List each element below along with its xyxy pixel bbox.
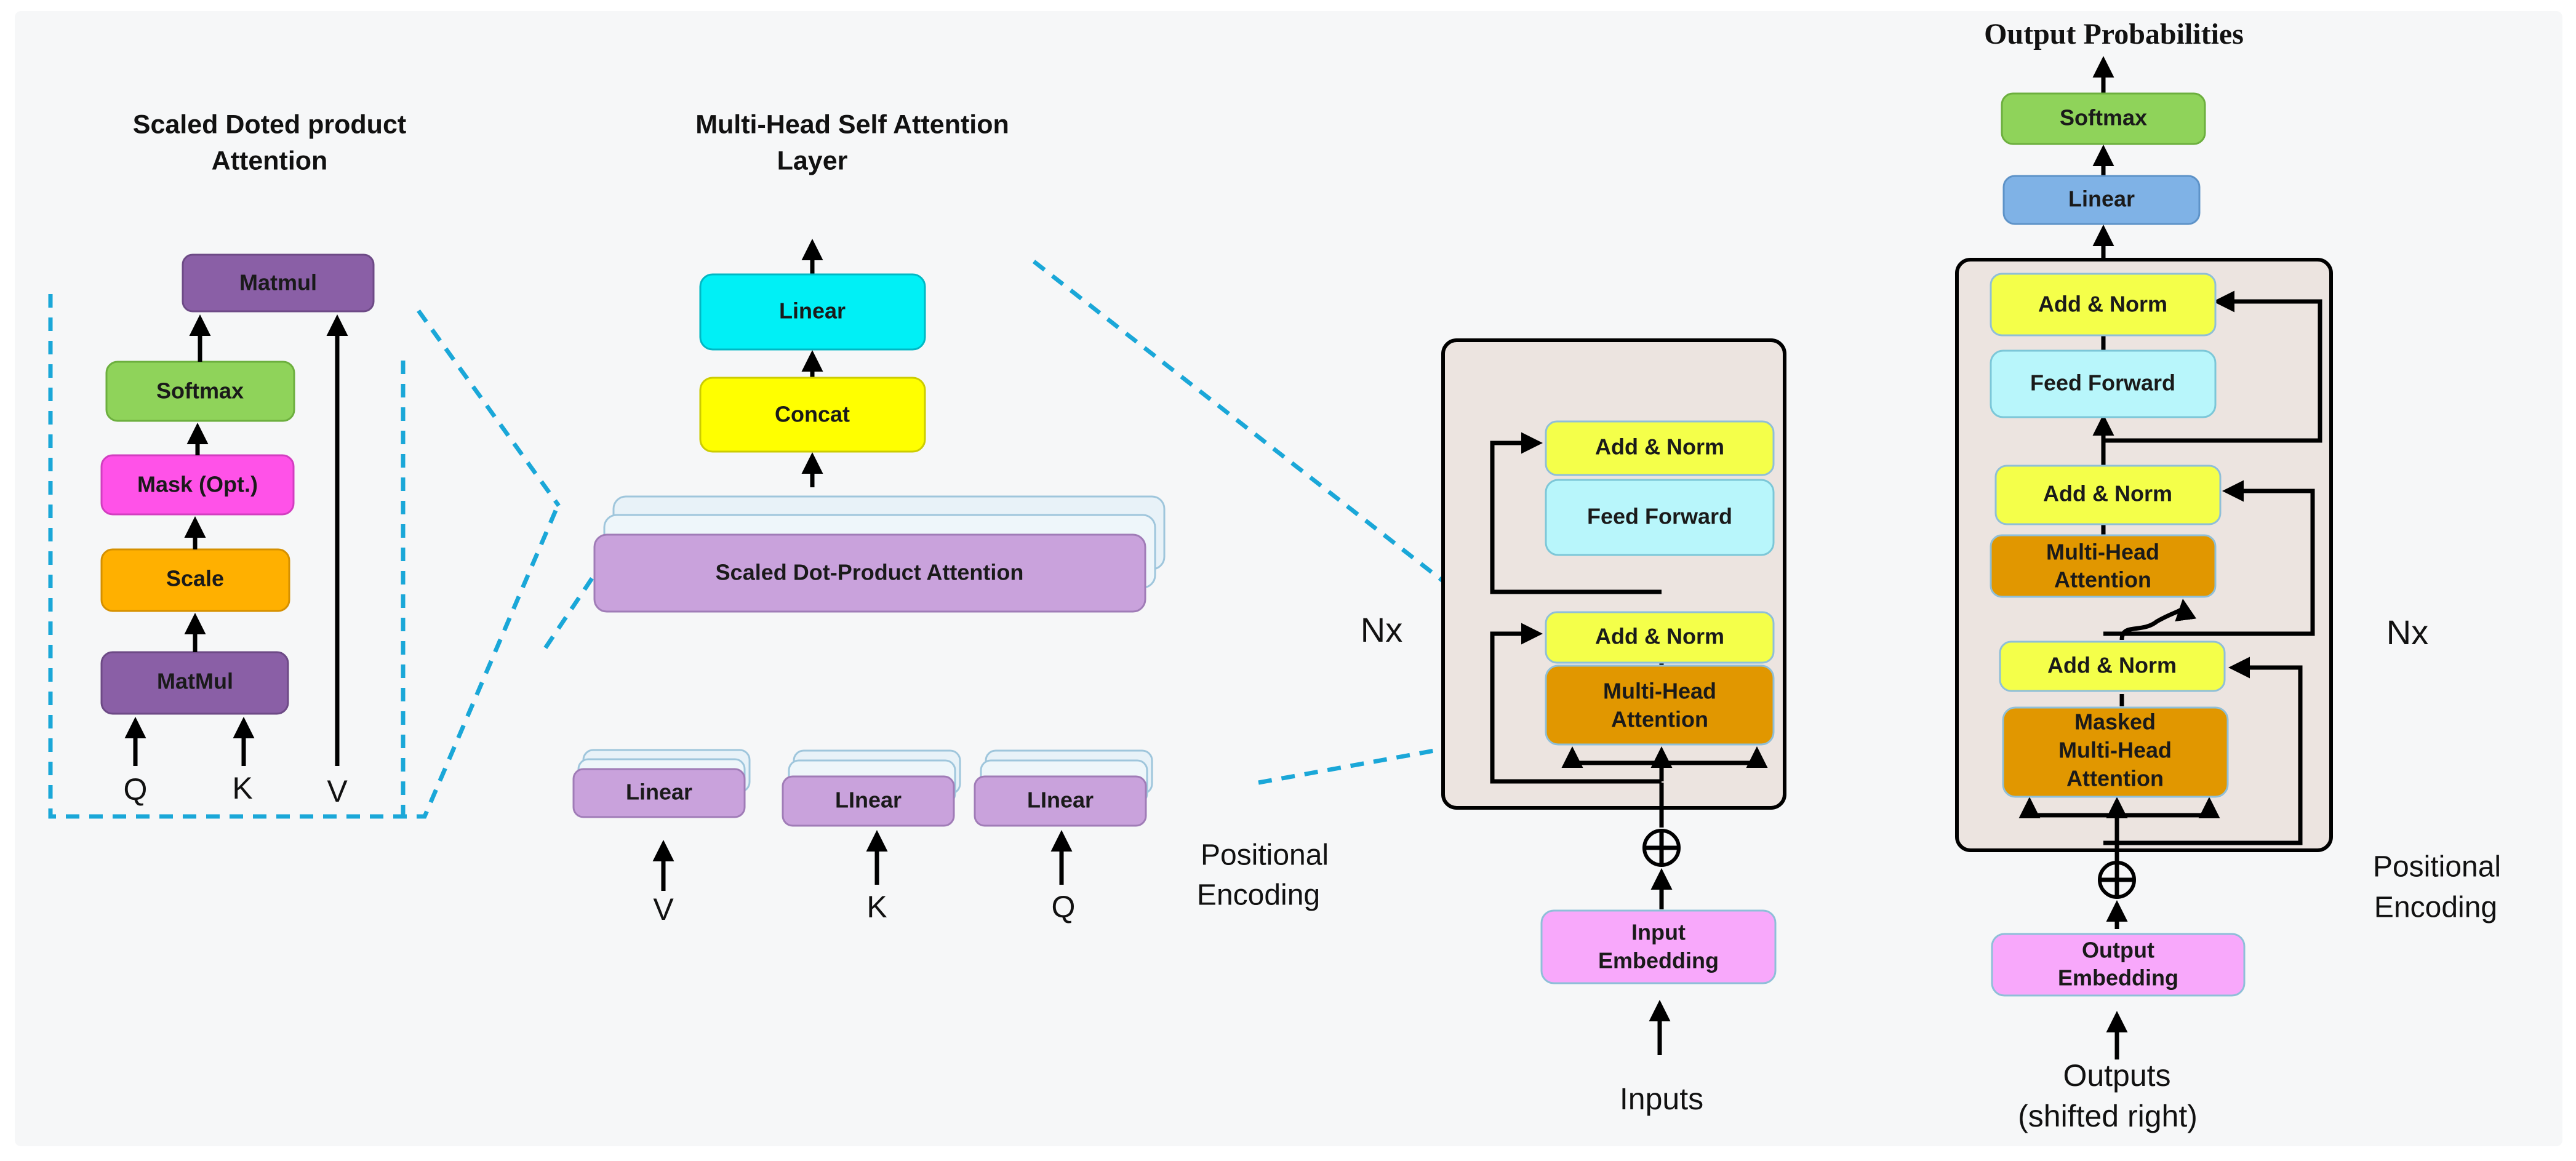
decoder-add-norm-3-label: Add & Norm — [2047, 653, 2177, 678]
decoder-positional-line1: Positional — [2373, 851, 2501, 884]
decoder-mha-label-line2: Attention — [2054, 567, 2151, 592]
decoder-masked-line1: Masked — [2074, 709, 2156, 735]
sdpa-v-label: V — [327, 774, 348, 808]
decoder-feed-forward-label: Feed Forward — [2030, 370, 2175, 396]
mhsa-linear-v-label: Linear — [626, 780, 692, 805]
mhsa-linear-v-box — [572, 768, 746, 818]
decoder-output-embedding-box — [1991, 933, 2246, 997]
encoder-feed-forward-box — [1545, 479, 1775, 556]
sdpa-q-label: Q — [124, 772, 148, 807]
mhsa-sdpa-box — [593, 533, 1146, 613]
encoder-mha-label-line2: Attention — [1611, 707, 1708, 732]
decoder-output-embedding-line1: Output — [2082, 938, 2154, 963]
sdpa-scale-label: Scale — [166, 566, 224, 591]
decoder-branch-left — [2018, 797, 2117, 818]
encoder-residual-top — [1490, 432, 1662, 594]
encoder-inputs-label: Inputs — [1620, 1082, 1703, 1116]
encoder-branch-left — [1561, 746, 1662, 768]
sdpa-matmul-bottom-label: MatMul — [157, 669, 233, 694]
mhsa-concat-label: Concat — [775, 402, 850, 427]
decoder-section: Output Probabilities Softmax Linear Nx A… — [1955, 18, 2501, 1133]
decoder-residual-1 — [2103, 290, 2322, 443]
decoder-softmax-box — [2001, 92, 2206, 145]
encoder-feed-forward-label: Feed Forward — [1587, 504, 1732, 529]
decoder-masked-to-mha — [2119, 599, 2197, 640]
decoder-linear-label: Linear — [2068, 186, 2135, 212]
mhsa-k-label: K — [866, 890, 887, 924]
decoder-add-norm-1-box — [1990, 273, 2217, 337]
encoder-positional-line2: Encoding — [1197, 879, 1320, 912]
encoder-positional-line1: Positional — [1201, 839, 1329, 872]
decoder-residual-3 — [2103, 656, 2303, 845]
decoder-feed-forward-box — [1990, 349, 2217, 418]
mhsa-title-line1: Multi-Head Self Attention — [695, 110, 1009, 139]
sdpa-title-line2: Attention — [212, 146, 328, 175]
mhsa-concat-box — [699, 377, 926, 453]
decoder-add-norm-3-box — [1999, 640, 2226, 692]
decoder-output-probabilities-title: Output Probabilities — [1984, 18, 2244, 50]
decoder-outputs-line1: Outputs — [2063, 1058, 2170, 1093]
encoder-add-norm-bottom-box — [1545, 611, 1775, 664]
mhsa-linear-q-box — [974, 775, 1147, 827]
decoder-nx-label: Nx — [2386, 613, 2428, 652]
decoder-positional-line2: Encoding — [2374, 892, 2497, 924]
decoder-masked-line3: Attention — [2066, 766, 2164, 791]
sdpa-title-line1: Scaled Doted product — [133, 110, 406, 139]
decoder-add-norm-2-label: Add & Norm — [2043, 481, 2172, 506]
decoder-masked-mha-box — [2002, 706, 2229, 798]
encoder-add-norm-bottom-label: Add & Norm — [1595, 624, 1724, 649]
decoder-add-norm-2-box — [1994, 465, 2222, 525]
decoder-add-norm-1-label: Add & Norm — [2038, 292, 2167, 317]
encoder-branch-right — [1662, 746, 1768, 768]
mhsa-linear-top-box — [699, 273, 926, 351]
encoder-section: Nx Add & Norm Feed Forward Add & Norm Mu… — [1197, 338, 1786, 1116]
mhsa-linear-k-label: LInear — [835, 788, 902, 813]
encoder-input-embedding-line1: Input — [1631, 920, 1686, 945]
mhsa-v-label: V — [653, 892, 674, 927]
sdpa-mask-label: Mask (Opt.) — [137, 472, 258, 497]
decoder-residual-2 — [2103, 480, 2315, 636]
encoder-input-embedding-line2: Embedding — [1598, 948, 1719, 973]
mhsa-linear-q-label: LInear — [1027, 788, 1094, 813]
diagram-background — [15, 11, 2562, 1146]
mhsa-title-line2: Layer — [777, 146, 848, 175]
decoder-outputs-line2: (shifted right) — [2018, 1099, 2198, 1133]
mhsa-sdpa-label: Scaled Dot-Product Attention — [716, 560, 1024, 585]
encoder-mha-box — [1545, 664, 1775, 746]
encoder-nx-label: Nx — [1361, 610, 1402, 649]
decoder-softmax-label: Softmax — [2060, 105, 2147, 130]
decoder-linear-box — [2002, 175, 2201, 225]
encoder-mha-label-line1: Multi-Head — [1603, 679, 1716, 704]
sdpa-matmul-top-label: Matmul — [239, 270, 317, 295]
mhsa-q-label: Q — [1052, 890, 1076, 924]
scaled-dot-product-section: Scaled Doted product Attention Matmul So… — [48, 110, 561, 819]
sdpa-to-mhsa-connector — [543, 577, 594, 650]
sdpa-k-label: K — [232, 771, 252, 805]
mhsa-linear-k-box — [782, 775, 955, 827]
decoder-mha-box — [1990, 534, 2217, 598]
encoder-residual-bottom — [1490, 623, 1662, 784]
sdpa-matmul-top-box — [182, 253, 375, 313]
encoder-add-norm-top-box — [1545, 420, 1775, 476]
mhsa-linear-top-label: Linear — [779, 298, 846, 324]
decoder-branch-right — [2117, 797, 2220, 818]
encoder-add-norm-top-label: Add & Norm — [1595, 434, 1724, 460]
sdpa-softmax-label: Softmax — [156, 378, 244, 404]
decoder-mha-label-line1: Multi-Head — [2046, 540, 2159, 565]
sdpa-zoom-frame — [48, 294, 561, 819]
encoder-input-embedding-box — [1540, 909, 1777, 984]
decoder-masked-line2: Multi-Head — [2058, 738, 2172, 763]
decoder-output-embedding-line2: Embedding — [2058, 965, 2178, 991]
